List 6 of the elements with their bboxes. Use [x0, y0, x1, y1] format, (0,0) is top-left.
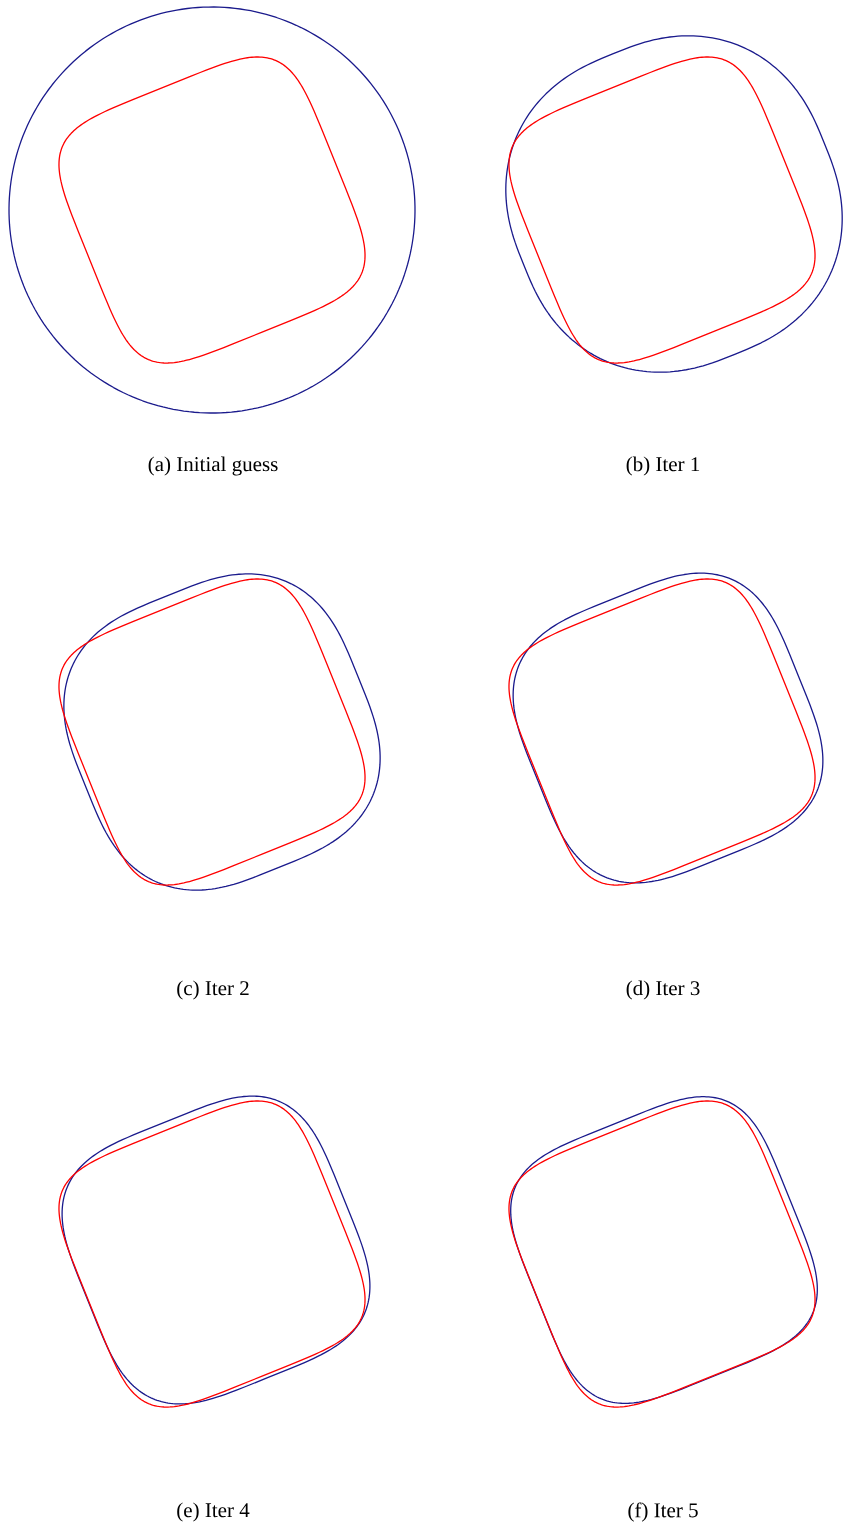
panel-caption: (e) Iter 4 [177, 1502, 250, 1522]
panel-caption: (c) Iter 2 [177, 980, 249, 1000]
panel-caption: (b) Iter 1 [626, 456, 700, 476]
panel-caption: (a) Initial guess [148, 456, 278, 476]
panel-caption: (f) Iter 5 [628, 1502, 698, 1522]
panel-caption: (d) Iter 3 [626, 980, 700, 1000]
